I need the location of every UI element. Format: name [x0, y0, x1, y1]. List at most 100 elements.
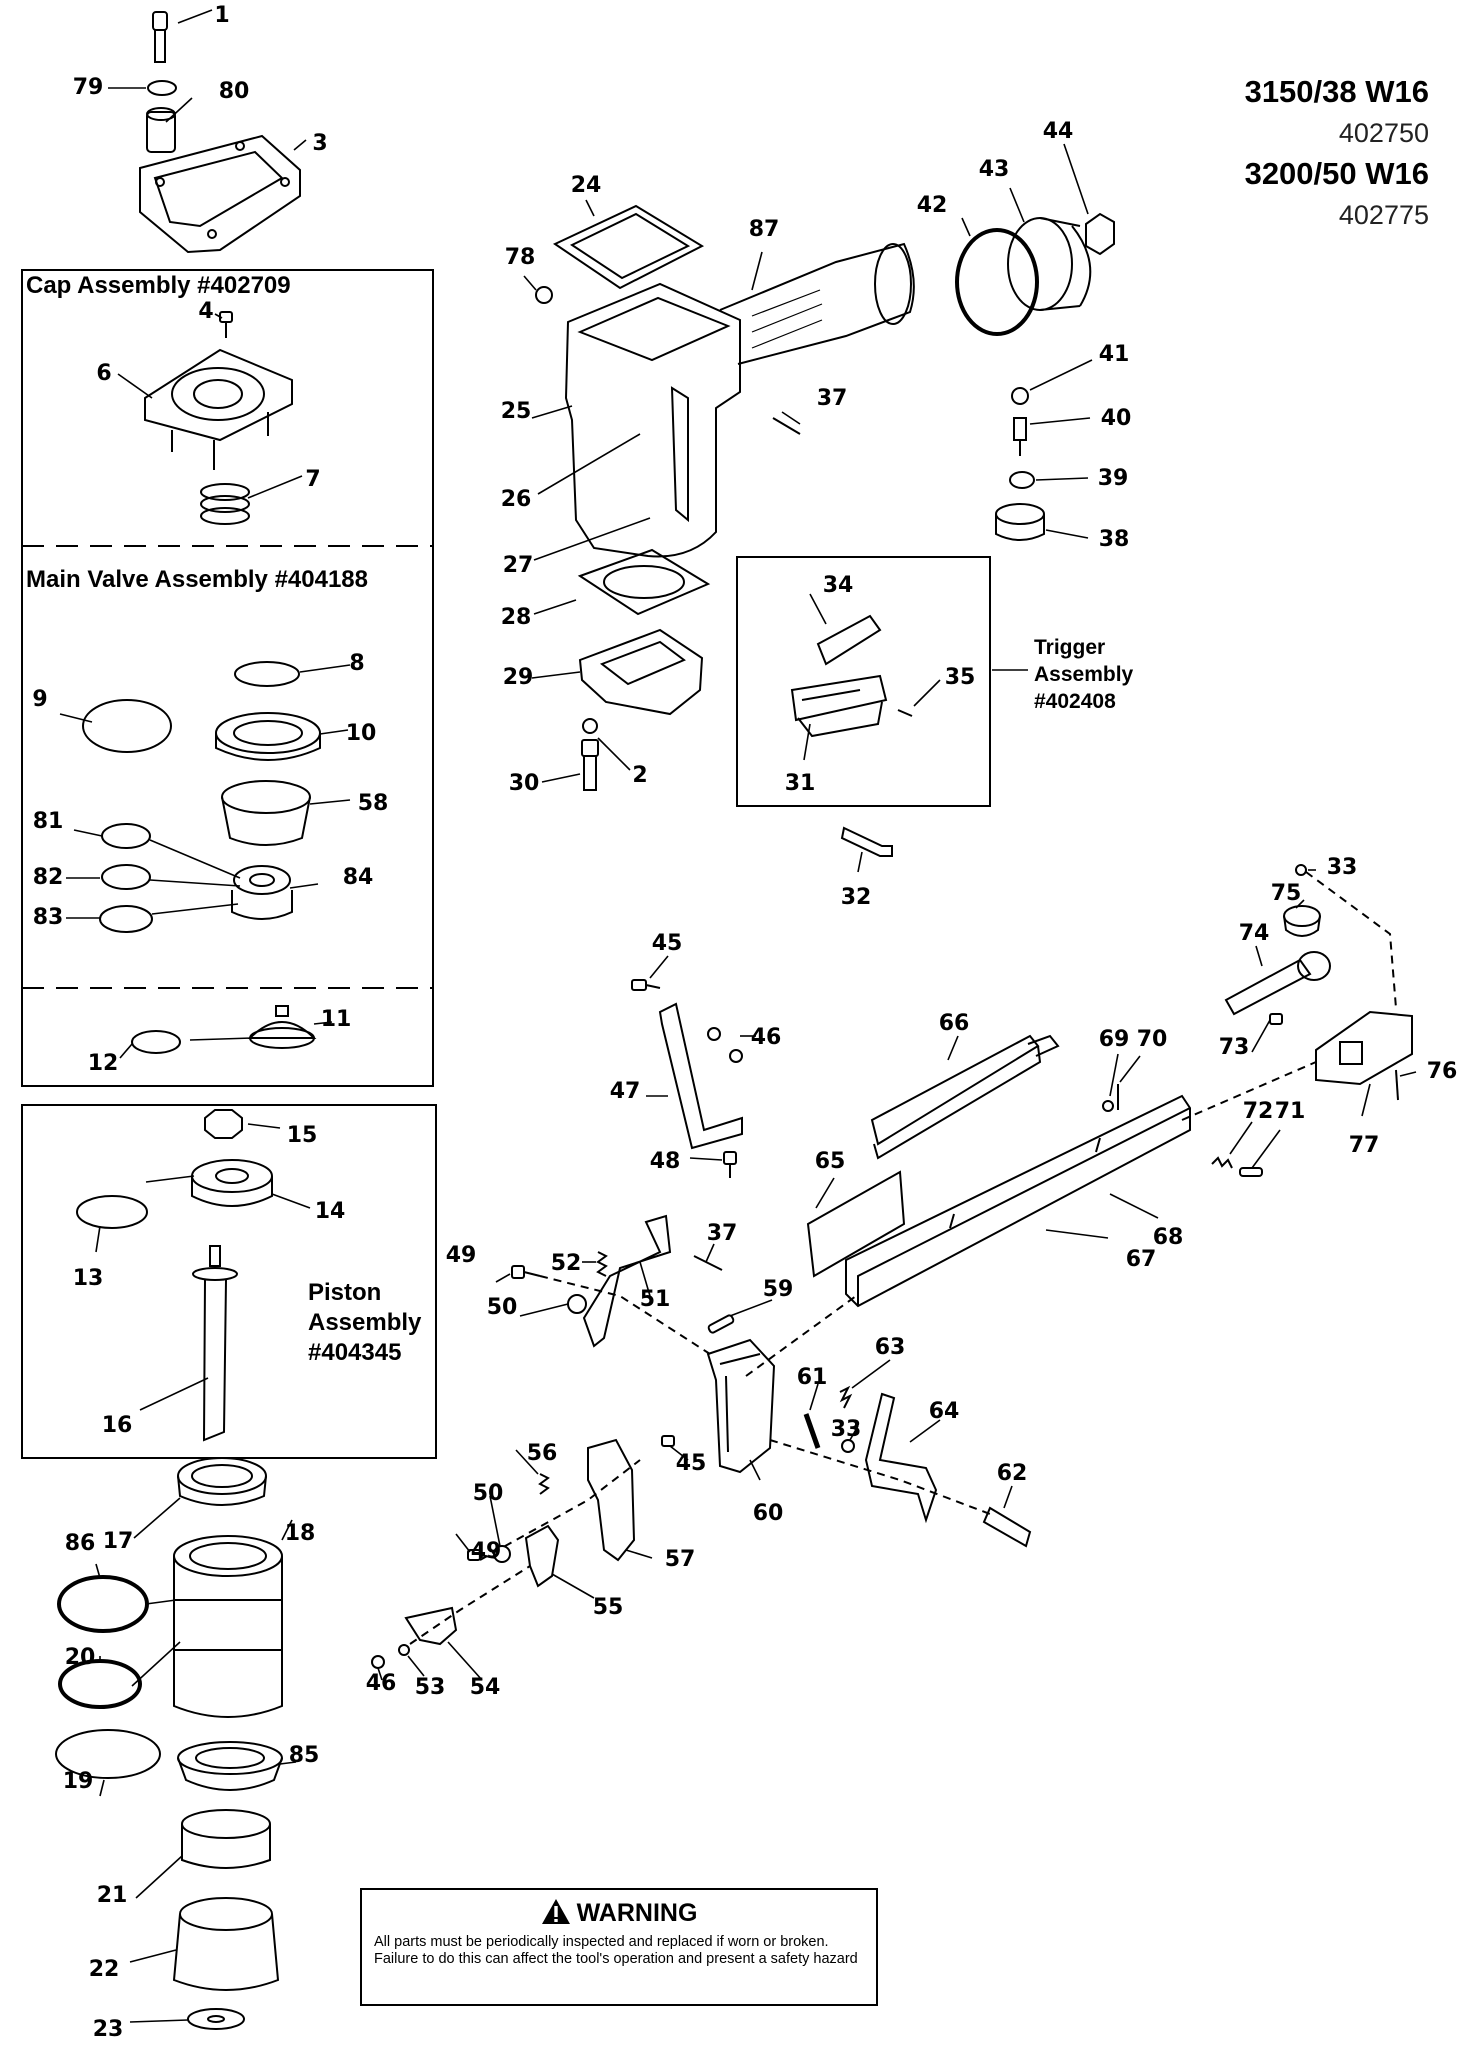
part-75-bushing [1283, 905, 1321, 937]
part-46-nut-lower [371, 1655, 385, 1669]
callout-19: 19 [63, 1769, 94, 1794]
assembly-guide-33-77 [1305, 871, 1397, 1009]
part-47-bracket [658, 1002, 743, 1150]
part-4-screw [219, 311, 233, 338]
callout-75: 75 [1271, 881, 1302, 906]
callout-69: 69 [1099, 1027, 1130, 1052]
callout-7: 7 [305, 467, 320, 492]
part-12-o-ring [131, 1030, 181, 1054]
callout-45: 45 [676, 1451, 707, 1476]
callout-39: 39 [1098, 466, 1129, 491]
part-8-ring [234, 661, 300, 687]
callout-34: 34 [823, 573, 854, 598]
part-48-screw [723, 1151, 737, 1178]
callout-17: 17 [103, 1529, 134, 1554]
trigger-assembly-title: Trigger Assembly #402408 [1034, 636, 1134, 713]
callout-55: 55 [593, 1595, 624, 1620]
part-80-spacer [146, 107, 176, 153]
part-29-head [578, 628, 704, 716]
callout-26: 26 [501, 487, 532, 512]
part-62-pin [982, 1506, 1032, 1548]
part-79-washer [147, 80, 177, 96]
callout-3: 3 [312, 131, 327, 156]
part-13-o-ring [76, 1195, 148, 1229]
part-32-pin [840, 826, 893, 857]
callout-9: 9 [32, 687, 47, 712]
callout-35: 35 [945, 665, 976, 690]
part-57-door [587, 1438, 636, 1562]
part-81-o-ring [101, 823, 151, 849]
callout-63: 63 [875, 1335, 906, 1360]
part-61-pin [803, 1413, 821, 1449]
callout-29: 29 [503, 665, 534, 690]
callout-66: 66 [939, 1011, 970, 1036]
part-33-ball-top [1295, 864, 1307, 876]
cap-assembly-title: Cap Assembly #402709 [26, 272, 291, 299]
part-83-o-ring [99, 905, 153, 933]
callout-61: 61 [797, 1365, 828, 1390]
callout-47: 47 [610, 1079, 641, 1104]
part-51-latch [582, 1214, 672, 1348]
part-2-washer [582, 718, 598, 734]
callout-60: 60 [753, 1501, 784, 1526]
part-28-gasket [577, 548, 711, 616]
warning-box: WARNING All parts must be periodically i… [360, 1888, 878, 2006]
callout-1: 1 [214, 3, 229, 28]
callout-42: 42 [917, 193, 948, 218]
callout-18: 18 [285, 1521, 316, 1546]
callout-37: 37 [817, 386, 848, 411]
part-21-sleeve [181, 1809, 271, 1869]
model-number: 402775 [1338, 200, 1429, 230]
callout-38: 38 [1099, 527, 1130, 552]
callout-84: 84 [343, 865, 374, 890]
warning-title: WARNING [576, 1899, 698, 1927]
callout-2: 2 [632, 763, 647, 788]
assembly-guide-54-55 [409, 1565, 531, 1645]
part-30-bolt [581, 739, 599, 791]
part-52-spring [596, 1251, 608, 1277]
part-1-screw [152, 11, 168, 63]
part-60-nosepiece [706, 1338, 776, 1474]
part-34-trigger [816, 614, 882, 666]
callout-48: 48 [650, 1149, 681, 1174]
part-43-end-cap [1007, 217, 1092, 311]
part-37-pin-top [772, 417, 801, 435]
callout-12: 12 [88, 1051, 119, 1076]
callout-leaders [59, 9, 1417, 2023]
part-82-o-ring [101, 864, 151, 890]
left-assembly-box [21, 269, 434, 1087]
callout-28: 28 [501, 605, 532, 630]
part-68-magazine [845, 1094, 1191, 1308]
main-valve-assembly-title: Main Valve Assembly #404188 [26, 566, 368, 593]
assembly-guide-60-68 [745, 1295, 857, 1377]
warning-heading: WARNING [362, 1898, 876, 1928]
part-44-fitting [1085, 212, 1115, 256]
callout-31: 31 [785, 771, 816, 796]
callout-11: 11 [321, 1007, 352, 1032]
part-16-driver [192, 1245, 238, 1442]
callout-46: 46 [751, 1025, 782, 1050]
part-77-end-block [1315, 1010, 1413, 1086]
callout-25: 25 [501, 399, 532, 424]
model-number: 402750 [1338, 118, 1429, 148]
callout-79: 79 [73, 75, 104, 100]
warning-text: All parts must be periodically inspected… [374, 1934, 858, 1967]
part-74-latch [1224, 951, 1331, 1016]
part-42-o-ring [955, 228, 1039, 336]
part-73-screw [1269, 1013, 1283, 1025]
part-46-nut-top [707, 1027, 721, 1041]
part-23-disc [187, 2008, 245, 2030]
callout-23: 23 [93, 2017, 124, 2042]
callout-59: 59 [763, 1277, 794, 1302]
callout-45: 45 [652, 931, 683, 956]
part-11-plug [247, 1005, 317, 1049]
part-45-screw-lower [661, 1435, 675, 1447]
callout-44: 44 [1043, 119, 1074, 144]
part-67-follower [870, 1034, 1060, 1160]
callout-68: 68 [1153, 1225, 1184, 1250]
warning-triangle-icon [541, 1899, 570, 1924]
callout-46: 46 [366, 1671, 397, 1696]
part-63-spring [839, 1385, 853, 1409]
part-64-guide [864, 1392, 938, 1524]
